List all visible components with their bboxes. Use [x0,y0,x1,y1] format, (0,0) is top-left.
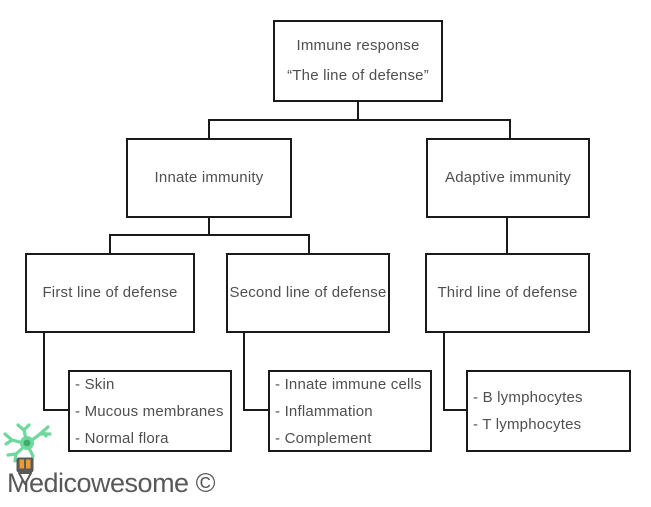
medicowesome-logo: Medicowesome © [0,420,230,505]
list-item: - Complement [275,429,372,447]
node-third-line-items: - B lymphocytes - T lymphocytes [466,370,631,452]
connector-line [443,409,468,411]
node-third-line-of-defense: Third line of defense [425,253,590,333]
node-second-line-items: - Innate immune cells - Inflammation - C… [268,370,432,452]
connector-line [243,333,245,411]
connector-line [208,119,210,139]
node-immune-response-title: Immune response [296,37,420,54]
connector-line [208,119,511,121]
node-third-line-label: Third line of defense [437,284,578,301]
list-item: - Mucous membranes [75,402,224,420]
node-immune-response: Immune response “The line of defense” [273,20,443,102]
connector-line [43,409,70,411]
connector-line [443,333,445,411]
connector-line [208,218,210,236]
list-item: - B lymphocytes [473,389,583,406]
node-innate-immunity-label: Innate immunity [154,169,264,186]
node-immune-response-subtitle: “The line of defense” [287,67,429,84]
connector-line [243,409,270,411]
connector-line [43,333,45,411]
node-adaptive-immunity: Adaptive immunity [426,138,590,218]
node-second-line-of-defense: Second line of defense [226,253,390,333]
node-second-line-label: Second line of defense [229,284,387,301]
pencil-icon [16,457,34,485]
neuron-icon [3,423,52,466]
node-adaptive-immunity-label: Adaptive immunity [445,169,571,186]
list-item: - Skin [75,375,115,393]
connector-line [509,119,511,139]
node-first-line-of-defense: First line of defense [25,253,195,333]
connector-line [109,234,310,236]
list-item: - Inflammation [275,402,373,420]
connector-line [109,234,111,254]
node-innate-immunity: Innate immunity [126,138,292,218]
list-item: - Normal flora [75,429,169,447]
node-first-line-label: First line of defense [42,284,178,301]
connector-line [506,218,508,254]
connector-line [308,234,310,254]
list-item: - Innate immune cells [275,375,422,393]
list-item: - T lymphocytes [473,416,582,433]
connector-line [357,101,359,121]
brand-text: Medicowesome © [7,468,215,498]
node-first-line-items: - Skin - Mucous membranes - Normal flora [68,370,232,452]
